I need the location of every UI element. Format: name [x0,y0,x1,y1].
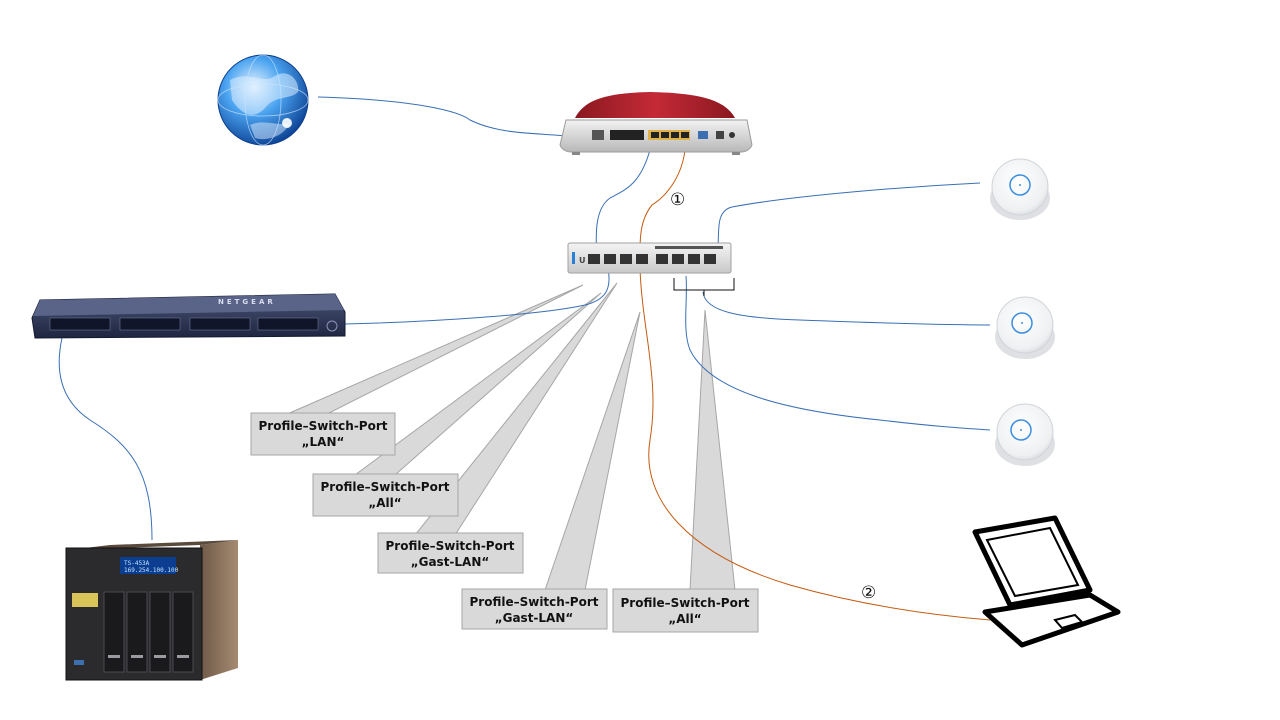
laptop [972,515,1121,648]
switch-ports [588,254,716,264]
cable-internet-router [317,96,567,137]
marker-2: ② [861,583,876,603]
callout-wedge-4 [544,311,641,591]
router [559,92,753,155]
netgear-brand: NETGEAR [218,298,276,306]
callout-2-line2: „All“ [368,496,401,510]
callout-wedge-5 [689,309,736,591]
markers: ① ② [670,190,876,603]
callout-4-line2: „Gast-LAN“ [495,611,574,625]
managed-switch-icon [567,242,732,274]
unmanaged-switch: NETGEAR [31,293,346,339]
access-point-icon [991,158,1049,216]
nas-lcd-line2: 169.254.100.100 [124,567,179,574]
callout-1-line1: Profile–Switch-Port [258,419,387,433]
callout-1: Profile–Switch-Port „LAN“ [250,412,396,456]
callout-2-line1: Profile–Switch-Port [320,480,449,494]
access-point-icon [996,296,1054,354]
callout-5-line2: „All“ [668,612,701,626]
callout-2: Profile–Switch-Port „All“ [312,473,459,517]
cable-router-switch [595,149,651,259]
cable-switch-ap2 [702,291,991,326]
callout-1-line2: „LAN“ [302,435,345,449]
router-icon [575,92,735,118]
cables [58,96,991,621]
access-point-icon [996,403,1054,461]
nas-drive-bays [103,591,194,673]
callout-3-line2: „Gast-LAN“ [411,555,490,569]
managed-switch: U [567,242,735,296]
internet-globe [217,54,309,146]
access-point-2 [995,296,1055,359]
nas: TS-453A 169.254.100.100 [65,540,238,681]
callout-5: Profile–Switch-Port „All“ [612,588,759,633]
cable-switch-netgear [343,267,610,325]
callout-3: Profile–Switch-Port „Gast-LAN“ [377,532,524,574]
callout-5-line1: Profile–Switch-Port [620,596,749,610]
nas-lcd-line1: TS-453A [124,560,150,567]
access-point-3 [995,403,1055,466]
callout-3-line1: Profile–Switch-Port [385,539,514,553]
cable-netgear-nas [58,337,153,541]
cable-router-laptop [639,149,991,621]
callout-4: Profile–Switch-Port „Gast-LAN“ [461,588,608,630]
access-points [990,158,1055,466]
access-point-1 [990,158,1050,220]
cable-switch-ap1 [715,182,981,259]
callouts: Profile–Switch-Port „LAN“ Profile–Switch… [250,412,759,633]
callout-4-line1: Profile–Switch-Port [469,595,598,609]
switch-logo: U [579,256,586,265]
cable-switch-ap3 [685,275,991,431]
marker-1: ① [670,190,685,210]
netgear-ports [49,317,319,331]
